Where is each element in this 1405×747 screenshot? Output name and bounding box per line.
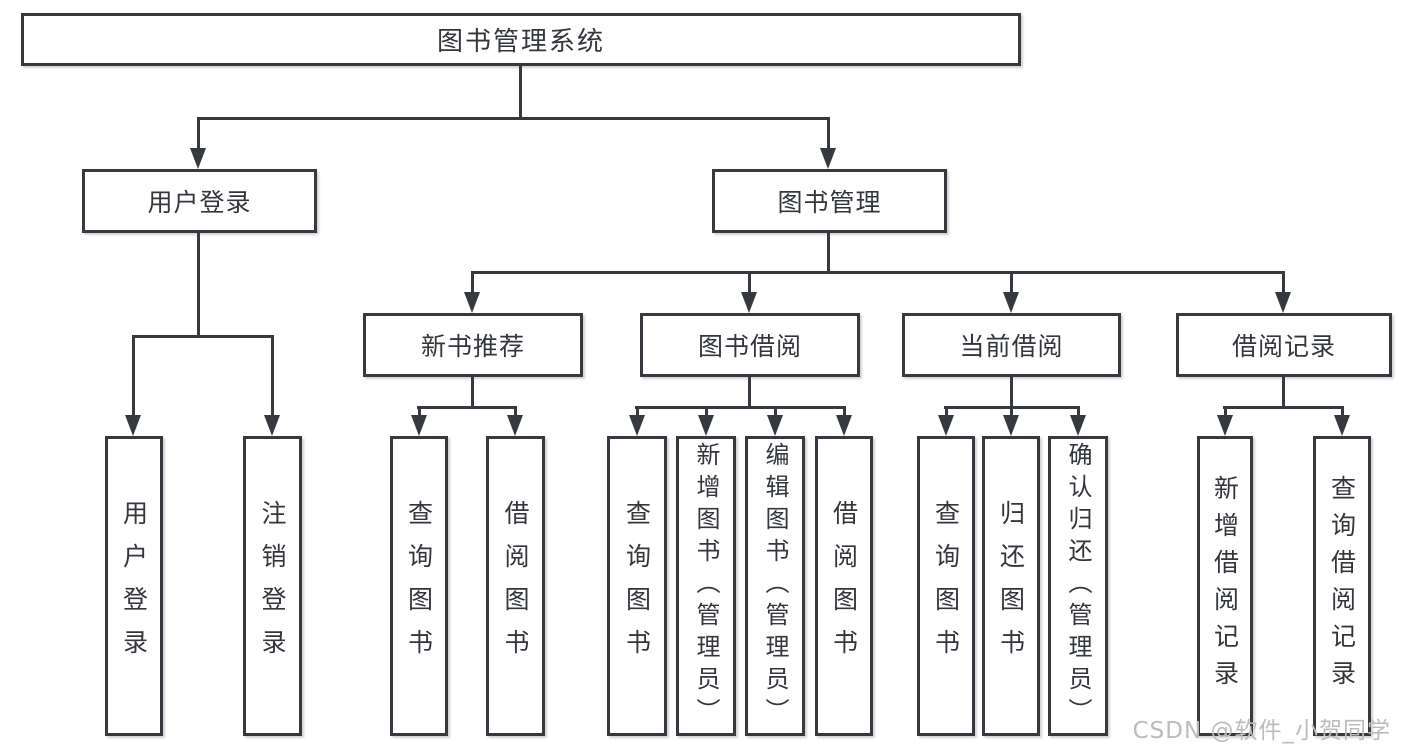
node-leaf-edit-book-admin: 编辑图书（管理员）	[745, 436, 805, 736]
connector-stem	[1282, 377, 1285, 408]
arrow-down-icon	[1275, 292, 1291, 313]
arrow-down-icon	[1217, 415, 1233, 436]
connector-arrow-stem	[1010, 271, 1013, 297]
connector-stem	[471, 377, 474, 408]
connector-arrow-stem	[1077, 406, 1080, 420]
node-leaf-borrow-books-1: 借阅图书	[486, 436, 545, 736]
node-leaf-query-books-3: 查询图书	[917, 436, 975, 736]
node-leaf-logout: 注销登录	[243, 436, 302, 736]
arrow-down-icon	[507, 415, 523, 436]
arrow-down-icon	[741, 292, 757, 313]
connector-bar	[417, 406, 517, 409]
connector-arrow-stem	[471, 271, 474, 297]
node-leaf-confirm-return-admin: 确认归还（管理员）	[1048, 436, 1108, 736]
arrow-down-icon	[464, 292, 480, 313]
arrow-down-icon	[190, 148, 206, 169]
connector-arrow-stem	[843, 406, 846, 420]
arrow-down-icon	[411, 415, 427, 436]
connector-arrow-stem	[748, 271, 751, 297]
node-root-system: 图书管理系统	[21, 13, 1021, 66]
arrow-down-icon	[629, 415, 645, 436]
connector-arrow-stem	[1224, 406, 1227, 420]
node-leaf-add-book-admin: 新增图书（管理员）	[676, 436, 736, 736]
connector-arrow-stem	[774, 406, 777, 420]
node-user-login: 用户登录	[82, 169, 317, 233]
node-leaf-add-borrow-record: 新增借阅记录	[1197, 436, 1253, 736]
node-borrow-records: 借阅记录	[1176, 313, 1392, 377]
connector-arrow-stem	[827, 117, 830, 151]
connector-bar	[635, 406, 846, 409]
connector-arrow-stem	[945, 406, 948, 420]
node-leaf-query-borrow-record: 查询借阅记录	[1313, 436, 1371, 736]
node-leaf-user-login: 用户登录	[105, 436, 163, 736]
connector-book-mgmt-stem	[827, 233, 830, 273]
node-book-management: 图书管理	[712, 169, 947, 233]
node-leaf-borrow-books-2: 借阅图书	[815, 436, 873, 736]
connector-arrow-stem	[271, 335, 274, 418]
arrow-down-icon	[698, 415, 714, 436]
node-leaf-query-books-1: 查询图书	[390, 436, 448, 736]
arrow-down-icon	[1070, 415, 1086, 436]
connector-arrow-stem	[1010, 406, 1013, 420]
connector-user-login-stem	[197, 233, 200, 337]
node-book-borrow: 图书借阅	[640, 313, 860, 377]
connector-root-stem	[519, 66, 522, 119]
arrow-down-icon	[125, 415, 141, 436]
csdn-watermark: CSDN @软件_小贺同学	[1132, 718, 1391, 744]
connector-stem	[748, 377, 751, 408]
connector-arrow-stem	[514, 406, 517, 420]
arrow-down-icon	[767, 415, 783, 436]
connector-arrow-stem	[636, 406, 639, 420]
node-new-book-recommend: 新书推荐	[363, 313, 583, 377]
connector-l2-bar	[471, 271, 1285, 274]
connector-arrow-stem	[132, 335, 135, 418]
connector-arrow-stem	[418, 406, 421, 420]
arrow-down-icon	[938, 415, 954, 436]
node-leaf-query-books-2: 查询图书	[607, 436, 667, 736]
connector-stem	[1010, 377, 1013, 408]
arrow-down-icon	[836, 415, 852, 436]
arrow-down-icon	[264, 415, 280, 436]
arrow-down-icon	[1003, 292, 1019, 313]
connector-arrow-stem	[1341, 406, 1344, 420]
arrow-down-icon	[820, 148, 836, 169]
arrow-down-icon	[1334, 415, 1350, 436]
connector-arrow-stem	[1282, 271, 1285, 297]
node-leaf-return-book: 归还图书	[982, 436, 1040, 736]
connector-user-login-bar	[132, 335, 274, 338]
connector-l1-bar	[197, 117, 830, 120]
connector-arrow-stem	[197, 117, 200, 151]
connector-bar	[1223, 406, 1344, 409]
arrow-down-icon	[1003, 415, 1019, 436]
connector-arrow-stem	[705, 406, 708, 420]
node-current-borrow: 当前借阅	[902, 313, 1121, 377]
